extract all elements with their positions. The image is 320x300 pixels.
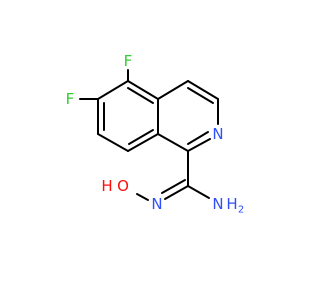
molecule-structure: F F N H O N N H 2 xyxy=(66,52,245,216)
bond-c4-c3 xyxy=(187,80,219,100)
bond-c5-c6 xyxy=(97,80,129,100)
bond-c4-c3-inner xyxy=(187,87,214,104)
bond-c4a-c5-inner xyxy=(127,87,154,104)
atom-n-oxime: N xyxy=(151,195,162,213)
bond-c7-c8 xyxy=(97,133,129,152)
bond-c8-c8a xyxy=(127,133,159,152)
atom-f-top: F xyxy=(124,52,133,70)
atom-n-ring: N xyxy=(212,125,223,143)
bond-c4a-c4 xyxy=(157,80,189,100)
bond-c1-c8a xyxy=(157,133,189,152)
atom-n-amine: N xyxy=(212,195,223,213)
bond-camidine-namine xyxy=(187,185,210,199)
bond-c4a-c5 xyxy=(127,80,159,100)
bonds xyxy=(79,69,219,201)
atom-h-hydroxy: H xyxy=(101,177,112,195)
bond-camidine-noxime-inner xyxy=(161,179,186,194)
bond-camidine-noxime xyxy=(164,185,189,200)
atom-f-left: F xyxy=(66,90,75,108)
bond-n2-c1 xyxy=(187,138,211,152)
atom-labels: F F N H O N N H 2 xyxy=(66,52,245,216)
atom-h-amine-subscript: 2 xyxy=(238,205,244,216)
bond-c8-c8a-inner xyxy=(128,129,154,145)
atom-o-hydroxy: O xyxy=(117,177,129,195)
bond-n2-c1-inner xyxy=(187,131,209,145)
atom-h-amine: H xyxy=(226,195,237,213)
bond-noxime-o xyxy=(136,193,149,201)
